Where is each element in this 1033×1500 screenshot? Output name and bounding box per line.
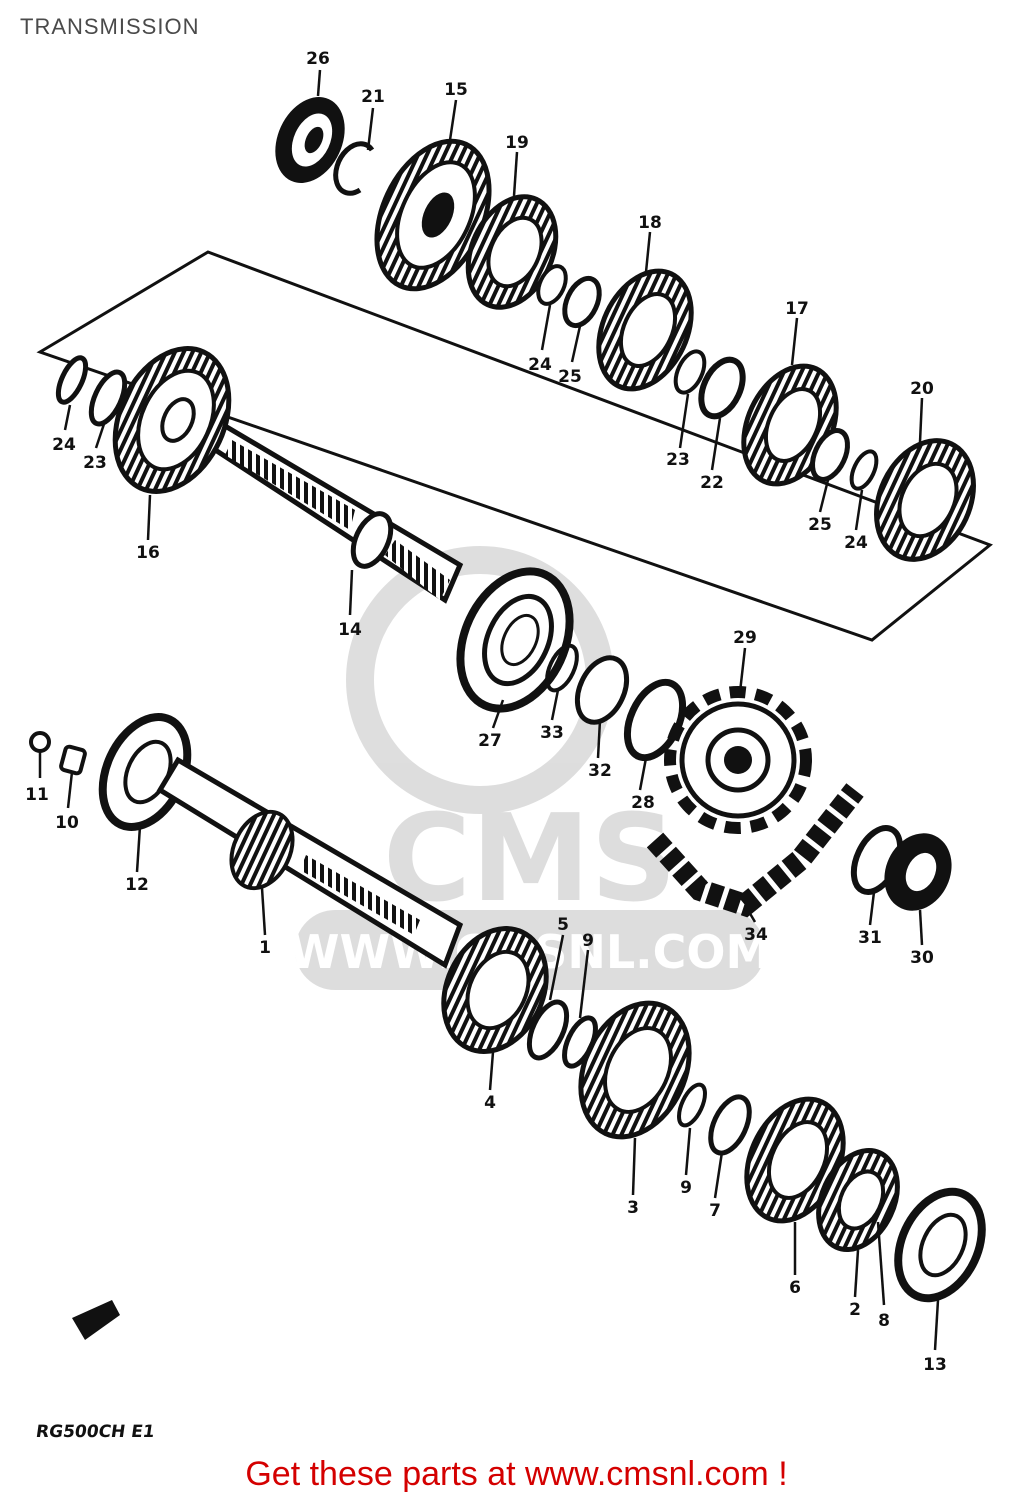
callout-17: 17 — [785, 299, 809, 319]
washer-23-left — [88, 369, 128, 427]
callout-19: 19 — [505, 133, 529, 153]
callout-7: 7 — [709, 1201, 721, 1221]
washer-9-lower — [677, 1082, 707, 1128]
callout-33: 33 — [540, 723, 564, 743]
callout-14: 14 — [338, 620, 362, 640]
bearing-30 — [884, 833, 952, 911]
callout-30: 30 — [910, 948, 934, 968]
callout-31: 31 — [858, 928, 882, 948]
loose-part — [72, 1300, 120, 1340]
callout-10: 10 — [55, 813, 79, 833]
callout-21: 21 — [361, 87, 385, 107]
callout-8: 8 — [878, 1311, 890, 1331]
spacer-32 — [574, 655, 630, 725]
callout-25-top: 25 — [558, 367, 582, 387]
parts-link-banner[interactable]: Get these parts at www.cmsnl.com ! — [245, 1455, 788, 1493]
callout-9-lower: 9 — [680, 1178, 692, 1198]
callout-32: 32 — [588, 761, 612, 781]
bearing-26 — [275, 97, 345, 183]
callout-24-left: 24 — [52, 435, 76, 455]
callout-3: 3 — [627, 1198, 639, 1218]
callout-4: 4 — [484, 1093, 496, 1113]
countershaft-14 — [196, 416, 464, 604]
circlip-21 — [333, 141, 375, 196]
callout-29: 29 — [733, 628, 757, 648]
callout-23-left: 23 — [83, 453, 107, 473]
callout-26: 26 — [306, 49, 330, 69]
callout-2: 2 — [849, 1300, 861, 1320]
bushing-24-left — [55, 355, 89, 405]
callout-24-top: 24 — [528, 355, 552, 375]
washer-22 — [698, 356, 746, 420]
bushing-7 — [708, 1094, 752, 1156]
callout-11: 11 — [25, 785, 49, 805]
bearing-27 — [456, 567, 574, 713]
callouts: 26 21 15 19 18 17 20 24 25 23 22 25 24 2… — [25, 49, 947, 1375]
bearing-13 — [894, 1187, 986, 1303]
callout-22: 22 — [700, 473, 724, 493]
callout-15: 15 — [444, 80, 468, 100]
gear-20 — [874, 438, 976, 562]
callout-9-upper: 9 — [582, 931, 594, 951]
assembly-outline-box — [36, 250, 993, 642]
callout-5: 5 — [557, 915, 569, 935]
bushing-24-right — [849, 449, 879, 491]
sprocket-29 — [664, 686, 812, 834]
washer-10 — [59, 744, 87, 776]
bushing-24-top — [536, 264, 568, 306]
callout-24-right: 24 — [844, 533, 868, 553]
mainshaft-1 — [156, 756, 464, 969]
callout-27: 27 — [478, 731, 502, 751]
gear-3 — [578, 1000, 692, 1140]
ring-33 — [545, 643, 579, 693]
bolt-11 — [29, 731, 51, 753]
circlip-23 — [673, 349, 707, 395]
gear-18 — [596, 268, 694, 392]
callout-6: 6 — [789, 1278, 801, 1298]
model-code: RG500CH E1 — [34, 1422, 156, 1442]
gear-4 — [441, 926, 549, 1054]
washer-25-right — [810, 428, 850, 482]
callout-18: 18 — [638, 213, 662, 233]
callout-34: 34 — [744, 925, 768, 945]
callout-13: 13 — [923, 1355, 947, 1375]
gear-19 — [465, 194, 559, 310]
callout-1: 1 — [259, 938, 271, 958]
bushing-5 — [526, 999, 570, 1061]
callout-20: 20 — [910, 379, 934, 399]
callout-16: 16 — [136, 543, 160, 563]
transmission-exploded-diagram: CMS WWW.CMSNL.COM — [25, 49, 993, 1375]
callout-23-right: 23 — [666, 450, 690, 470]
gear-6 — [744, 1096, 846, 1224]
washer-25-top — [562, 275, 602, 329]
leader-lines — [38, 69, 940, 1351]
callout-12: 12 — [125, 875, 149, 895]
callout-28: 28 — [631, 793, 655, 813]
page-title: TRANSMISSION — [20, 14, 200, 39]
gear-16 — [112, 346, 232, 494]
callout-25-right: 25 — [808, 515, 832, 535]
